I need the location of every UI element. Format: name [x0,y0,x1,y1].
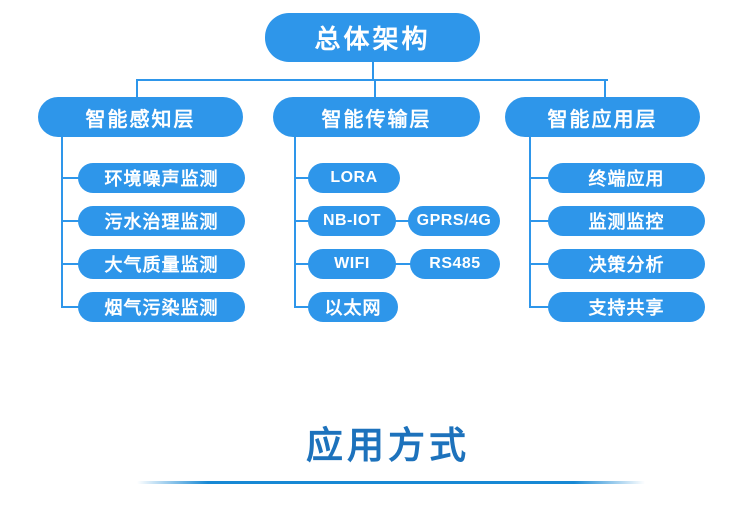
node-decision-analysis: 决策分析 [548,249,705,279]
node-monitoring-surveillance: 监测监控 [548,206,705,236]
node-air-quality-monitoring: 大气质量监测 [78,249,245,279]
connector-stub-left [136,79,138,97]
node-flue-gas-pollution-monitoring: 烟气污染监测 [78,292,245,322]
connector-trunk-middle [294,137,296,308]
node-sewage-treatment-monitoring: 污水治理监测 [78,206,245,236]
connector-elbow [294,306,309,308]
connector-elbow [529,306,549,308]
node-nb-iot: NB-IOT [308,206,396,236]
connector-trunk-left [61,137,63,308]
connector-elbow [61,306,79,308]
node-support-sharing: 支持共享 [548,292,705,322]
section-divider-line [137,481,645,484]
node-terminal-application: 终端应用 [548,163,705,193]
connector-stub-middle [374,79,376,97]
branch-header-transmission-layer: 智能传输层 [273,97,480,137]
connector-elbow [61,263,79,265]
connector-elbow [294,263,309,265]
node-ethernet: 以太网 [308,292,398,322]
connector-elbow [294,177,309,179]
connector-root-vertical [372,62,374,79]
root-node-overall-architecture: 总体架构 [265,13,480,62]
connector-trunk-right [529,137,531,308]
section-title-application-method: 应用方式 [306,425,470,466]
node-lora: LORA [308,163,400,193]
branch-header-application-layer: 智能应用层 [505,97,700,137]
connector-top-horizontal [136,79,608,81]
connector-elbow [529,263,549,265]
node-gprs-4g: GPRS/4G [408,206,500,236]
connector-nbiot-gprs [395,220,409,222]
node-env-noise-monitoring: 环境噪声监测 [78,163,245,193]
connector-wifi-rs485 [395,263,411,265]
connector-elbow [294,220,309,222]
connector-elbow [61,220,79,222]
connector-elbow [529,177,549,179]
connector-elbow [529,220,549,222]
connector-stub-right [604,79,606,97]
connector-elbow [61,177,79,179]
node-wifi: WIFI [308,249,396,279]
node-rs485: RS485 [410,249,500,279]
branch-header-perception-layer: 智能感知层 [38,97,243,137]
